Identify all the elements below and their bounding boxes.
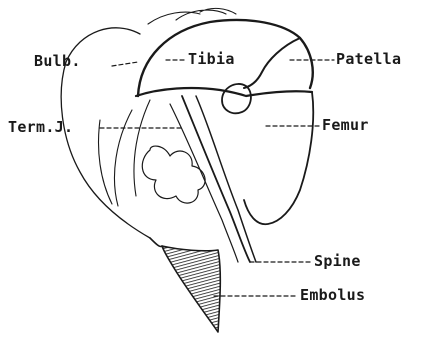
embolus <box>162 246 220 332</box>
label-bulb: Bulb. <box>34 54 81 69</box>
patella-knob <box>222 84 251 113</box>
tibia-patella-suture <box>244 38 300 88</box>
label-tibia: Tibia <box>188 52 235 67</box>
bulb-inner-3 <box>99 120 113 204</box>
label-spine: Spine <box>314 254 361 269</box>
bulb-leader <box>112 62 138 66</box>
label-patella: Patella <box>336 52 401 67</box>
femur-outline <box>244 92 313 224</box>
label-embolus: Embolus <box>300 288 365 303</box>
terminal-loop <box>142 146 205 203</box>
bulb-inner-1 <box>114 110 132 206</box>
bulb-inner-2 <box>134 100 150 196</box>
label-femur: Femur <box>322 118 369 133</box>
label-term-j: Term.J. <box>8 120 73 135</box>
embolus-base <box>150 238 162 247</box>
spine-shaft <box>182 96 250 262</box>
